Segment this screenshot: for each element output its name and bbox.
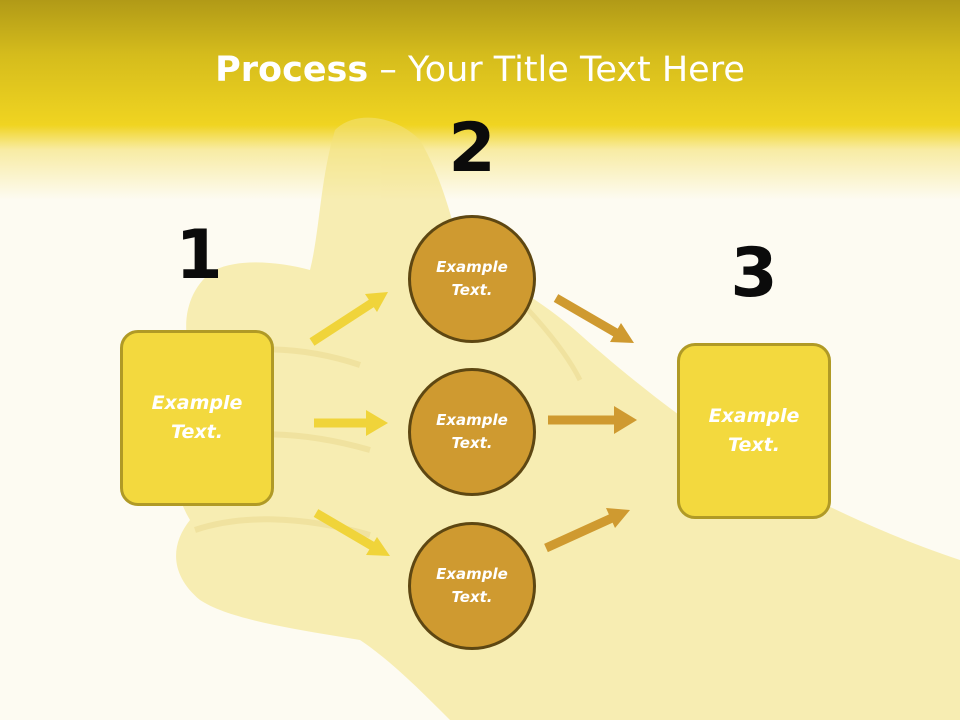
circle-middle-line2: Text.	[451, 434, 493, 452]
title-rest: – Your Title Text Here	[368, 50, 745, 90]
circle-top-line1: Example	[436, 258, 508, 276]
step-number-2: 2	[448, 109, 496, 188]
arrow-from-top-circle	[553, 294, 634, 343]
arrow-from-middle-circle	[548, 406, 637, 434]
title-banner	[0, 0, 960, 200]
arrow-to-top-circle	[309, 292, 388, 346]
circle-bottom-line2: Text.	[451, 588, 493, 606]
step-1-box: Example Text.	[120, 330, 274, 506]
circle-middle: Example Text.	[408, 368, 536, 496]
step-number-1: 1	[175, 216, 223, 295]
step-3-text-line1: Example	[708, 405, 800, 427]
step-3-box: Example Text.	[677, 343, 831, 519]
circle-bottom-line1: Example	[436, 565, 508, 583]
arrow-to-bottom-circle	[313, 509, 390, 556]
arrow-to-middle-circle	[314, 410, 388, 436]
title-bold: Process	[215, 50, 369, 90]
step-3-text-line2: Text.	[728, 434, 780, 456]
circle-bottom: Example Text.	[408, 522, 536, 650]
step-1-text-line1: Example	[151, 392, 243, 414]
arrow-from-bottom-circle	[544, 508, 630, 553]
slide-title: Process – Your Title Text Here	[0, 50, 960, 90]
circle-top: Example Text.	[408, 215, 536, 343]
step-number-3: 3	[730, 234, 778, 313]
circle-top-line2: Text.	[451, 281, 493, 299]
circle-middle-line1: Example	[436, 411, 508, 429]
step-1-text-line2: Text.	[171, 421, 223, 443]
